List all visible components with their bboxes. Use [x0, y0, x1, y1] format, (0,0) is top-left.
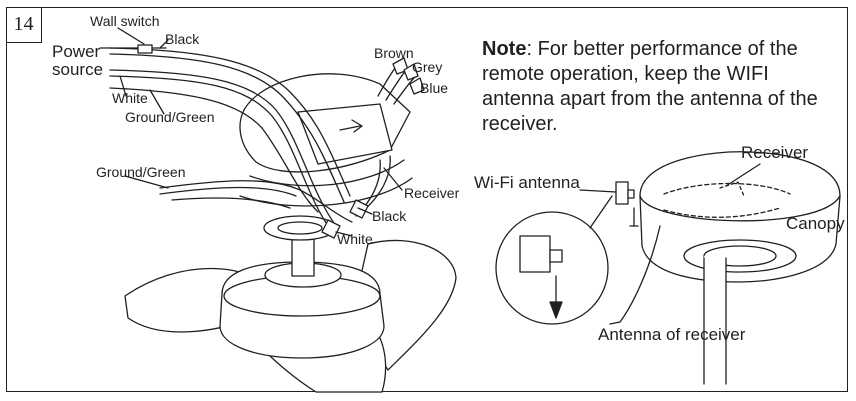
label-blue: Blue — [420, 80, 449, 96]
label-wall-switch: Wall switch — [90, 13, 160, 29]
wire-white — [109, 69, 337, 227]
label-ground-green-top: Ground/Green — [125, 109, 215, 125]
label-source: source — [52, 60, 104, 79]
wire-black-2 — [109, 53, 345, 203]
label-grey: Grey — [412, 59, 443, 75]
label-brown: Brown — [374, 45, 414, 61]
wire-ground-left — [159, 180, 353, 223]
label-wifi-antenna: Wi-Fi antenna — [474, 173, 580, 192]
label-antenna-of-receiver: Antenna of receiver — [598, 325, 746, 344]
wall-switch — [137, 44, 153, 54]
label-white-bottom: White — [337, 231, 373, 247]
note-body: : For better performance of the remote o… — [482, 38, 818, 135]
wire-cap-grey — [403, 63, 419, 81]
label-receiver-wiring: Receiver — [404, 185, 460, 201]
wire-cap-blue — [409, 77, 425, 95]
label-power: Power — [52, 42, 101, 61]
label-black-top: Black — [165, 31, 200, 47]
label-white-top: White — [112, 90, 148, 106]
note-label: Note — [482, 38, 527, 60]
label-black-bottom: Black — [372, 208, 407, 224]
note-text: Note: For better performance of the remo… — [482, 37, 832, 137]
label-canopy: Canopy — [786, 214, 845, 233]
label-receiver-detail: Receiver — [741, 143, 809, 162]
diagram-frame — [6, 7, 848, 392]
receiver-box — [297, 103, 393, 165]
step-number: 14 — [6, 7, 42, 43]
wire-black — [109, 47, 351, 197]
label-ground-green-left: Ground/Green — [96, 164, 186, 180]
wire-cap-white — [321, 219, 341, 239]
wire-ground-top — [109, 87, 319, 213]
